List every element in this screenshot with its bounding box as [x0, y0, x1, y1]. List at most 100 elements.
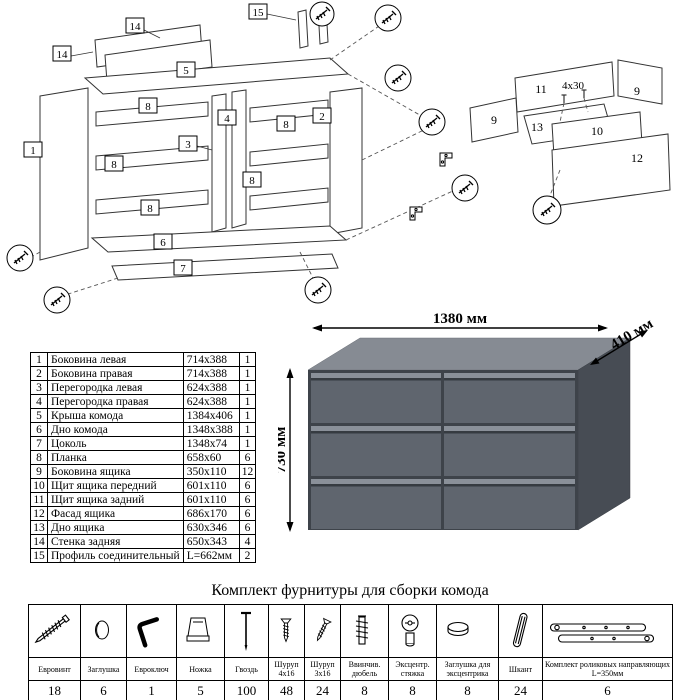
hardware-qty: 8 — [388, 680, 437, 700]
hardware-qty: 1 — [126, 680, 177, 700]
part-number: 9 — [30, 464, 48, 479]
cabinet-exploded — [39, 5, 363, 281]
part-qty: 1 — [238, 408, 257, 423]
leg-icon — [186, 617, 210, 642]
screw-size-note: 4x30 — [562, 80, 585, 92]
hardware-icon-cell — [176, 604, 225, 658]
camlock-icon — [401, 614, 419, 647]
part-qty: 1 — [238, 436, 257, 451]
part-qty: 1 — [238, 352, 257, 367]
part-size: 1348x74 — [182, 436, 240, 451]
diagram-label: 7 — [180, 263, 186, 275]
part-size: 601x110 — [182, 492, 240, 507]
hardware-label: Гвоздь — [224, 657, 269, 681]
hardware-qty: 24 — [498, 680, 543, 700]
euroscrew-icon — [34, 614, 70, 644]
part-number: 11 — [30, 492, 48, 507]
camlock-cap-icon — [447, 621, 469, 637]
part-qty: 1 — [238, 394, 257, 409]
hardware-label: Шкант — [498, 657, 543, 681]
part-size: 350x110 — [182, 464, 240, 479]
hexkey-icon — [137, 617, 159, 648]
part-qty: 1 — [238, 366, 257, 381]
part-size: 630x346 — [182, 520, 240, 535]
dresser-top — [307, 337, 631, 371]
diagram-label: 4 — [224, 113, 230, 125]
dowel-insert-icon — [355, 615, 369, 645]
hardware-label: Евровинт — [28, 657, 81, 681]
diagram-label: 5 — [183, 65, 189, 77]
part-qty: 1 — [238, 380, 257, 395]
diagram-label: 6 — [160, 237, 166, 249]
part-qty: 6 — [238, 506, 257, 521]
part-number: 5 — [30, 408, 48, 423]
hardware-icon-cell — [436, 604, 499, 658]
part-qty: 6 — [238, 492, 257, 507]
part-name: Щит ящика задний — [47, 492, 184, 507]
diagram-label: 11 — [535, 82, 547, 96]
hardware-label: Заглушка — [80, 657, 127, 681]
diagram-label: 15 — [253, 7, 265, 19]
diagram-label: 8 — [111, 159, 117, 171]
roller-guides-icon — [549, 623, 655, 643]
diagram-label: 10 — [591, 124, 603, 138]
part-number: 7 — [30, 436, 48, 451]
height-dimension: 730 мм — [278, 368, 294, 532]
hardware-qty: 8 — [340, 680, 389, 700]
diagram-label: 8 — [145, 101, 151, 113]
drawer-part-numbers: 11 9 9 13 10 12 4x30 — [491, 80, 643, 165]
diagram-label: 12 — [631, 151, 643, 165]
cap-icon — [95, 620, 109, 640]
screw-3x16-icon — [316, 617, 332, 642]
part-name: Планка — [47, 450, 184, 465]
diagram-label: 14 — [130, 21, 142, 33]
part-name: Перегородка левая — [47, 380, 184, 395]
assembly-diagram: 15 14 14 5 1 3 4 2 8 8 8 8 8 6 7 11 9 9 … — [6, 1, 671, 314]
hardware-icon-cell — [498, 604, 543, 658]
hardware-label: Евроключ — [126, 657, 177, 681]
hardware-icon-cell — [126, 604, 177, 658]
diagram-label: 3 — [185, 139, 191, 151]
part-size: 650x343 — [182, 534, 240, 549]
part-size: 624x388 — [182, 380, 240, 395]
part-name: Щит ящика передний — [47, 478, 184, 493]
hardware-label: Комплект роликовых направляющих L=350мм — [542, 657, 673, 681]
hardware-icon-cell — [388, 604, 437, 658]
hardware-label: Эксцентр. стяжка — [388, 657, 437, 681]
hardware-qty: 6 — [542, 680, 673, 700]
shkant-icon — [512, 612, 528, 648]
part-qty: 12 — [238, 464, 257, 479]
part-number: 2 — [30, 366, 48, 381]
hardware-icon-cell — [542, 604, 673, 658]
hardware-label: Ножка — [176, 657, 225, 681]
diagram-label: 8 — [249, 175, 255, 187]
part-number-boxes: 15 14 14 5 1 3 4 2 8 8 8 8 8 6 7 — [23, 3, 332, 276]
part-name: Боковина левая — [47, 352, 184, 367]
hardware-qty-row: 18 6 1 5 100 48 24 8 8 8 24 6 — [28, 680, 673, 700]
dresser-figure: 1380 мм 410 мм 730 мм — [278, 312, 656, 532]
height-label: 730 мм — [278, 427, 289, 474]
width-dimension: 1380 мм — [312, 312, 608, 332]
diagram-label: 14 — [57, 49, 69, 61]
part-number: 13 — [30, 520, 48, 535]
hardware-icon-cell — [340, 604, 389, 658]
hardware-icon-cell — [268, 604, 305, 658]
part-size: 1384x406 — [182, 408, 240, 423]
hardware-qty: 100 — [224, 680, 269, 700]
hardware-qty: 24 — [304, 680, 341, 700]
hardware-label: Шуруп 3x16 — [304, 657, 341, 681]
part-size: 714x388 — [182, 352, 240, 367]
